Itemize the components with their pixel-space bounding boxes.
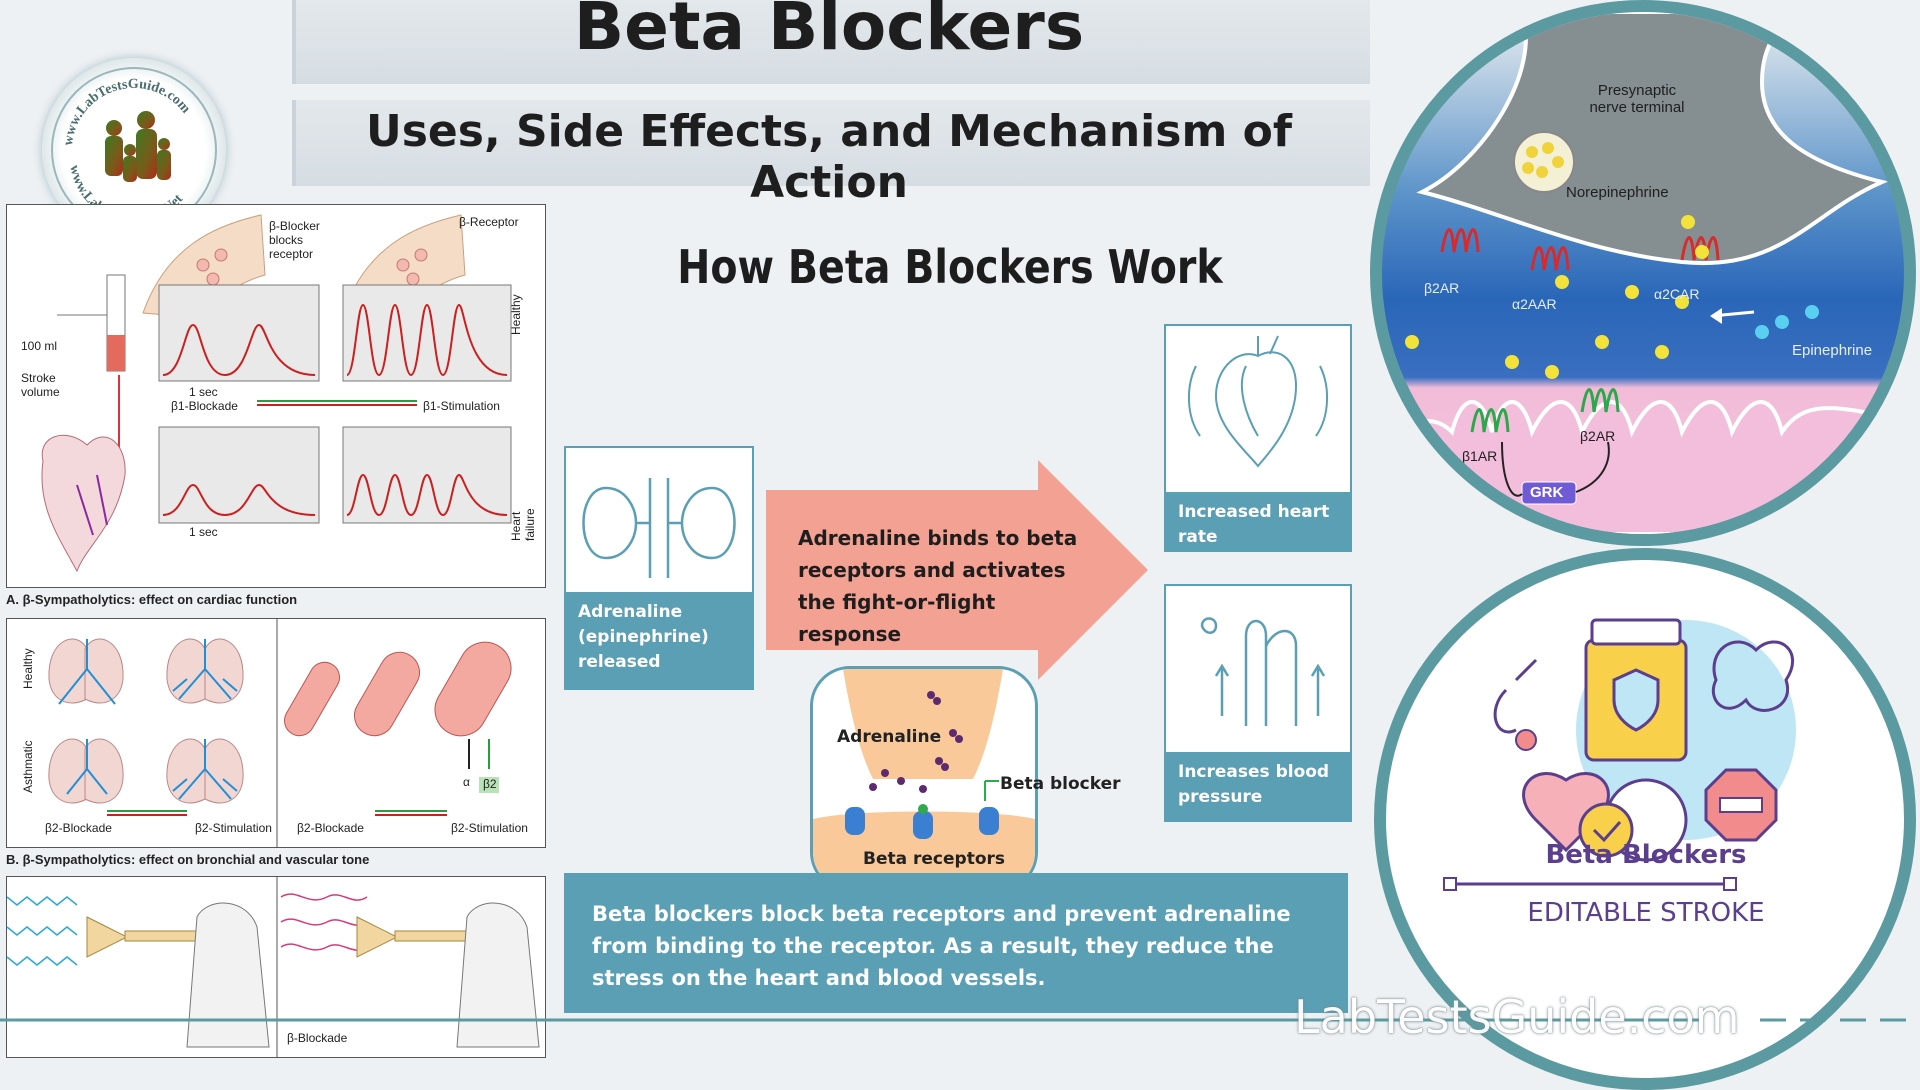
cardiac-figure: [41, 214, 512, 573]
site-watermark: LabTestsGuide.com: [1294, 990, 1740, 1044]
beta2-stimulation-label-2: β2-Stimulation: [451, 821, 528, 835]
beta1-stimulation-label: β1-Stimulation: [423, 399, 500, 413]
title-band: [292, 0, 1370, 84]
beta2-blockade-label: β2-Blockade: [45, 821, 112, 835]
adrenaline-card-label: Adrenaline (epinephrine) released: [566, 592, 752, 688]
synapse-receptors-label: Beta receptors: [863, 849, 1006, 869]
a2a-label: α2AAR: [1512, 296, 1557, 312]
one-sec-label-2: 1 sec: [189, 525, 218, 539]
stroke-volume-value: 100 ml: [21, 339, 58, 353]
adrenaline-card: Adrenaline (epinephrine) released: [564, 446, 754, 690]
infographic-heading: How Beta Blockers Work: [677, 240, 1223, 294]
receptor-label: β-Receptor: [459, 215, 519, 229]
bronchial-vascular-panel: Healthy Asthmatic β2-Blockade β2-Stimula…: [6, 618, 546, 848]
heart-rate-card: Increased heart rate: [1164, 324, 1352, 552]
icon-circle-subtitle: EDITABLE STROKE: [1527, 898, 1765, 928]
caption-b: B. β-Sympatholytics: effect on bronchial…: [6, 852, 370, 867]
beta2-blockade-label-2: β2-Blockade: [297, 821, 364, 835]
norepinephrine-label: Norepinephrine: [1566, 184, 1669, 201]
heart-icon: [1187, 335, 1329, 468]
a2c-label: α2CAR: [1654, 286, 1700, 302]
synapse-blocker-label: Beta blocker: [1000, 774, 1121, 794]
synapse-diagram: Adrenaline Beta receptors: [810, 666, 1038, 892]
synapse-adrenaline-label: Adrenaline: [837, 727, 942, 747]
grk-label: GRK: [1530, 484, 1564, 501]
trumpet-panel: β-Blockade: [6, 876, 546, 1058]
blood-vessel-icon: [1200, 617, 1326, 726]
presynaptic-label: Presynaptic nerve terminal: [1589, 82, 1685, 116]
one-sec-label: 1 sec: [189, 385, 218, 399]
svg-text:www.LabTestsGuide.com: www.LabTestsGuide.com: [61, 77, 193, 147]
healthy-label: Healthy: [509, 294, 523, 335]
icon-circle: Beta Blockers EDITABLE STROKE: [1374, 548, 1916, 1090]
cardiac-function-panel: β-Blocker blocks receptor β-Receptor 100…: [6, 204, 546, 588]
blood-pressure-card: Increases blood pressure: [1164, 584, 1352, 822]
beta-blocker-illustration-icon: [1443, 618, 1796, 891]
lungs-vessels-figure: [48, 619, 512, 847]
b2ar-label: β2AR: [1424, 280, 1460, 296]
stroke-volume-label: Stroke volume: [21, 371, 60, 399]
blood-pressure-label: Increases blood pressure: [1166, 752, 1350, 820]
epinephrine-label: Epinephrine: [1792, 342, 1873, 359]
summary-text: Beta blockers block beta receptors and p…: [592, 902, 1291, 990]
kidney-icon: [582, 478, 736, 578]
caption-a: A. β-Sympatholytics: effect on cardiac f…: [6, 592, 298, 607]
beta2-label: β2: [483, 777, 497, 791]
alpha-label: α: [463, 775, 470, 789]
beta2-stimulation-label: β2-Stimulation: [195, 821, 272, 835]
lungs-asthmatic-label: Asthmatic: [21, 740, 35, 793]
blocker-label: β-Blocker blocks receptor: [269, 219, 320, 261]
beta1-blockade-label: β1-Blockade: [171, 399, 238, 413]
heart-failure-label: Heart failure: [509, 508, 537, 541]
page-title: Beta Blockers: [573, 0, 1085, 65]
page-subtitle: Uses, Side Effects, and Mechanism of Act…: [366, 106, 1292, 208]
synapse-circle: Presynaptic nerve terminal Norepinephrin…: [1370, 0, 1916, 546]
lungs-healthy-label: Healthy: [21, 648, 35, 689]
binding-arrow-text: Adrenaline binds to beta receptors and a…: [798, 526, 1078, 646]
divider-line: [0, 1018, 1920, 1022]
family-logo-icon: [51, 67, 217, 233]
logo-text-top: www.LabTestsGuide.com: [61, 77, 193, 147]
trumpet-figure: [6, 877, 540, 1057]
b1ar-label: β1AR: [1462, 448, 1498, 464]
icon-circle-title: Beta Blockers: [1545, 840, 1747, 870]
binding-arrow: [766, 460, 1148, 680]
heart-rate-label: Increased heart rate: [1166, 492, 1350, 550]
summary-bar: [564, 873, 1348, 1013]
trumpet-beta-blockade-label: β-Blockade: [287, 1031, 348, 1045]
b2ar-right-label: β2AR: [1580, 428, 1616, 444]
subtitle-band: [292, 100, 1370, 186]
synapse-figure: [813, 669, 1035, 889]
